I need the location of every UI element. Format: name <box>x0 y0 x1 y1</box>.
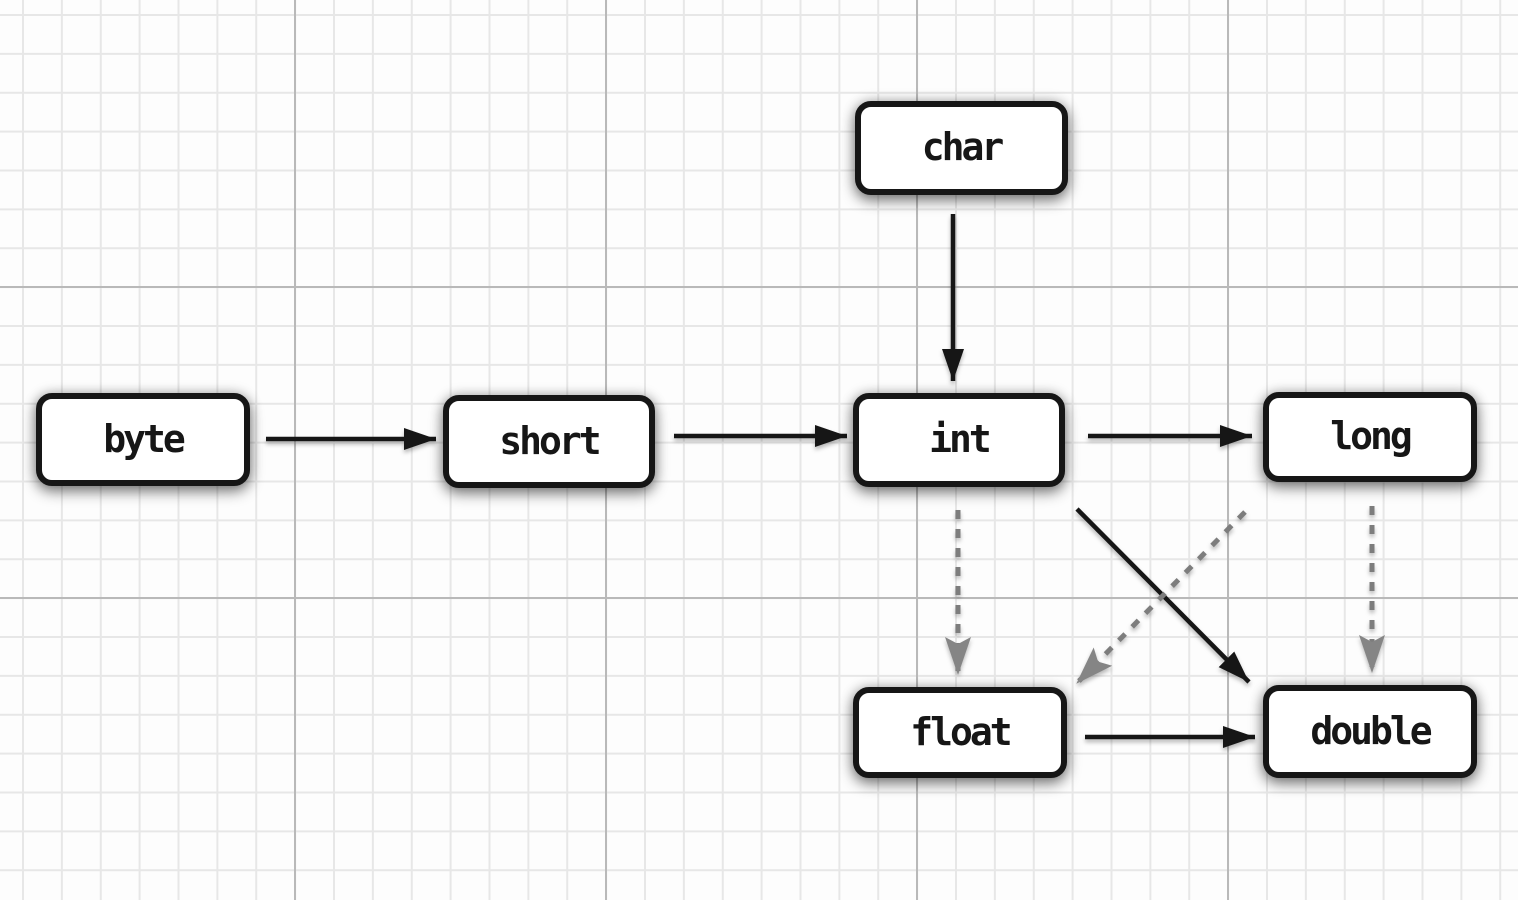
node-label-char: char <box>921 125 1004 169</box>
node-label-short: short <box>499 418 601 463</box>
node-label-float: float <box>910 709 1012 754</box>
node-char: char <box>855 101 1068 195</box>
node-label-long: long <box>1330 414 1412 458</box>
node-float: float <box>853 687 1067 778</box>
node-label-byte: byte <box>103 416 185 461</box>
node-long: long <box>1263 392 1477 482</box>
edge-long-float <box>1075 510 1247 685</box>
node-int: int <box>853 393 1065 487</box>
node-double: double <box>1263 685 1477 778</box>
node-label-int: int <box>929 417 992 461</box>
node-byte: byte <box>36 393 250 486</box>
node-short: short <box>443 395 655 488</box>
node-label-double: double <box>1310 708 1432 753</box>
